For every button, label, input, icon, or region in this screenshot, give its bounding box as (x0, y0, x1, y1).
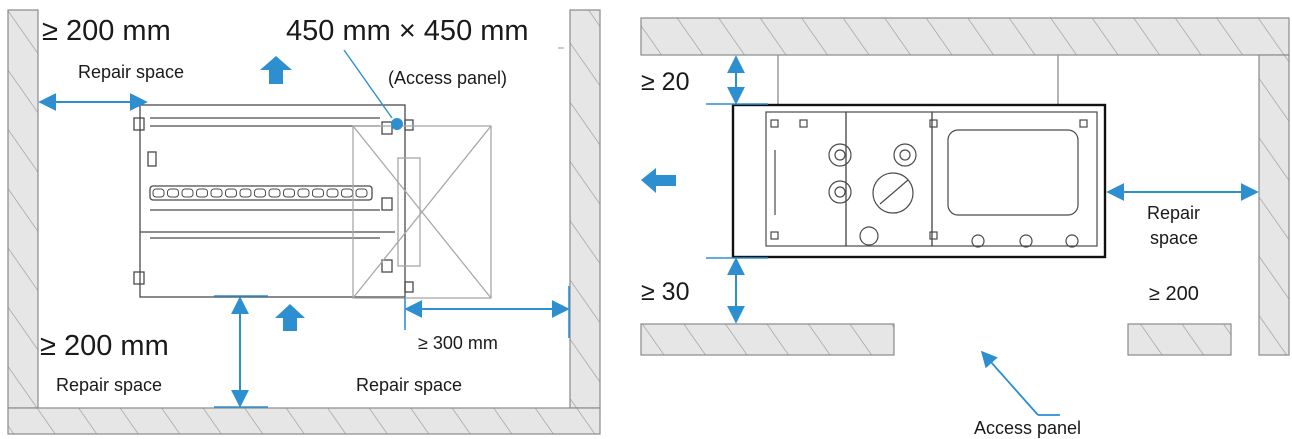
repair-space-label-line1: Repair (1147, 203, 1200, 223)
vent-hole (196, 188, 208, 198)
vent-holes (152, 188, 368, 198)
repair-space-label-line2: space (1150, 228, 1198, 248)
vent-hole (355, 188, 368, 198)
side-clearance-label: ≥ 200 (1149, 283, 1199, 305)
panel-size-label: 450 mm × 450 mm (286, 15, 529, 47)
vent-hole (268, 188, 281, 198)
access-point-marker (391, 118, 403, 130)
left-arrow-icon (641, 168, 676, 193)
side-wall (1258, 54, 1290, 356)
top-clearance-label: ≥ 20 (641, 68, 689, 96)
ceiling-board-left (640, 323, 895, 356)
access-panel-label: Access panel (974, 418, 1081, 438)
vent-hole (254, 188, 266, 198)
right-wall (569, 9, 601, 409)
left-plan-view: ≥ 200 mm 450 mm × 450 mm Repair space (A… (7, 9, 601, 435)
vent-hole (297, 188, 310, 198)
bottom-repair-space-label: Repair space (56, 375, 162, 395)
up-arrow-icon (275, 304, 305, 331)
ceiling-slab (640, 17, 1290, 56)
vent-hole (283, 188, 295, 198)
vent-hole (326, 188, 339, 198)
indoor-unit-side-view (731, 103, 1107, 259)
side-clearance-label: ≥ 300 mm (418, 333, 498, 353)
vent-hole (312, 188, 324, 198)
left-wall (7, 9, 39, 409)
vent-hole (239, 188, 252, 198)
vent-hole (152, 188, 165, 198)
right-side-view: ≥ 20 ≥ 30 Repair space ≥ 200 Access pane… (640, 17, 1290, 438)
access-panel-label: (Access panel) (388, 68, 507, 88)
side-repair-space-label: Repair space (356, 375, 462, 395)
vent-hole (225, 188, 237, 198)
indoor-unit-top-view (133, 104, 414, 298)
vent-hole (181, 188, 194, 198)
access-panel-pointer (980, 350, 1039, 416)
up-arrow-icon (260, 56, 292, 84)
floor-wall (7, 407, 601, 435)
top-clearance-label: ≥ 200 mm (42, 15, 171, 47)
bottom-clearance-label: ≥ 30 (641, 278, 689, 306)
top-repair-space-label: Repair space (78, 62, 184, 82)
panel-size-leader (343, 49, 393, 119)
ceiling-board-right (1127, 323, 1232, 356)
vent-hole (167, 188, 179, 198)
bottom-clearance-label: ≥ 200 mm (40, 330, 169, 362)
access-panel-box (352, 125, 492, 299)
vent-hole (210, 188, 223, 198)
